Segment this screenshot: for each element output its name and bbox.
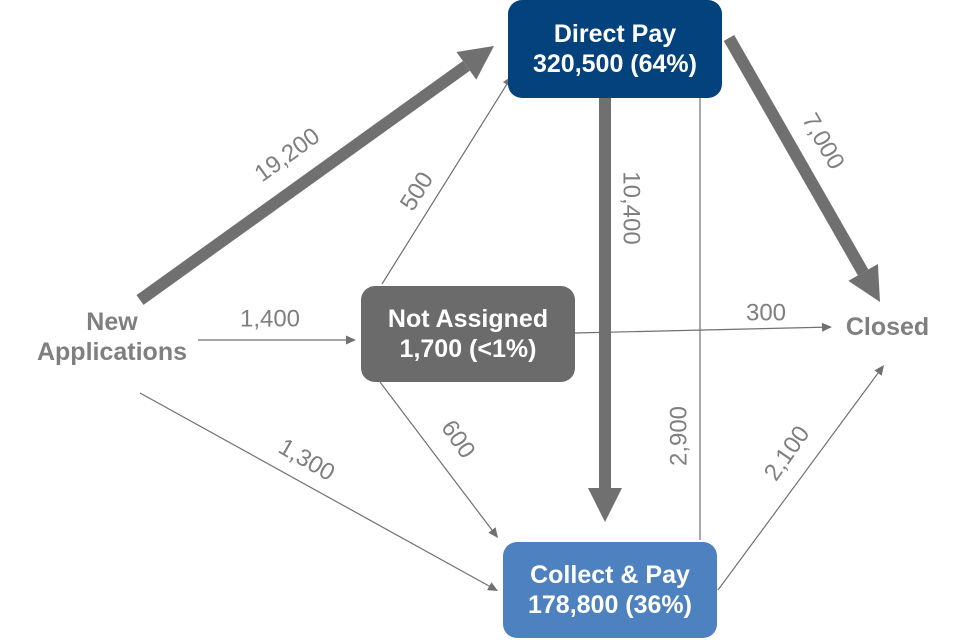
edge-label: 300 — [746, 299, 786, 326]
edge-arrow: 600 — [379, 381, 498, 538]
edge-line — [574, 326, 823, 334]
edge-label: 500 — [395, 167, 439, 215]
edge-label: 1,300 — [274, 433, 340, 486]
edge-line — [139, 392, 490, 587]
edge-label: 2,900 — [665, 406, 692, 466]
edge-arrow: 7,000 — [723, 35, 880, 302]
node-new-applications: New Applications — [22, 307, 202, 367]
node-collect-pay-value: 178,800 (36%) — [527, 591, 692, 619]
edge-line — [381, 84, 508, 285]
arrowhead-icon — [456, 46, 494, 80]
closed-label: Closed — [845, 313, 930, 341]
arrowhead-icon — [488, 527, 498, 538]
edge-arrow: 2,100 — [717, 365, 884, 591]
arrowhead-icon — [874, 365, 884, 376]
edge-arrow: 1,400 — [198, 305, 356, 345]
node-not-assigned-title: Not Assigned — [387, 305, 549, 333]
edge-label: 2,100 — [759, 421, 816, 486]
edge-line — [717, 372, 879, 591]
arrowhead-icon — [848, 264, 880, 302]
node-collect-pay: Collect & Pay 178,800 (36%) — [503, 542, 717, 638]
edge-line — [723, 35, 869, 276]
edge-arrow: 10,400 — [588, 98, 645, 522]
arrowhead-icon — [487, 582, 498, 591]
arrowhead-icon — [588, 488, 622, 522]
edge-label: 10,400 — [618, 171, 645, 244]
arrowhead-icon — [346, 335, 356, 345]
node-direct-pay-title: Direct Pay — [553, 20, 677, 48]
edge-arrow: 19,200 — [136, 46, 494, 305]
node-collect-pay-title: Collect & Pay — [530, 561, 690, 589]
node-direct-pay-value: 320,500 (64%) — [532, 50, 697, 78]
node-direct-pay: Direct Pay 320,500 (64%) — [508, 0, 722, 98]
node-not-assigned-value: 1,700 (<1%) — [399, 335, 537, 363]
edge-arrow: 1,300 — [139, 392, 498, 591]
node-not-assigned: Not Assigned 1,700 (<1%) — [361, 286, 575, 382]
edge-label: 1,400 — [240, 305, 300, 332]
new-applications-line1: New — [86, 308, 138, 336]
edge-arrow: 2,900 — [665, 78, 705, 540]
edge-arrow: 300 — [574, 299, 832, 334]
edge-label: 600 — [435, 415, 480, 463]
edge-line — [379, 381, 493, 531]
node-closed: Closed — [830, 312, 945, 342]
arrowhead-icon — [821, 322, 832, 332]
edge-line — [136, 60, 470, 305]
new-applications-line2: Applications — [36, 338, 187, 366]
